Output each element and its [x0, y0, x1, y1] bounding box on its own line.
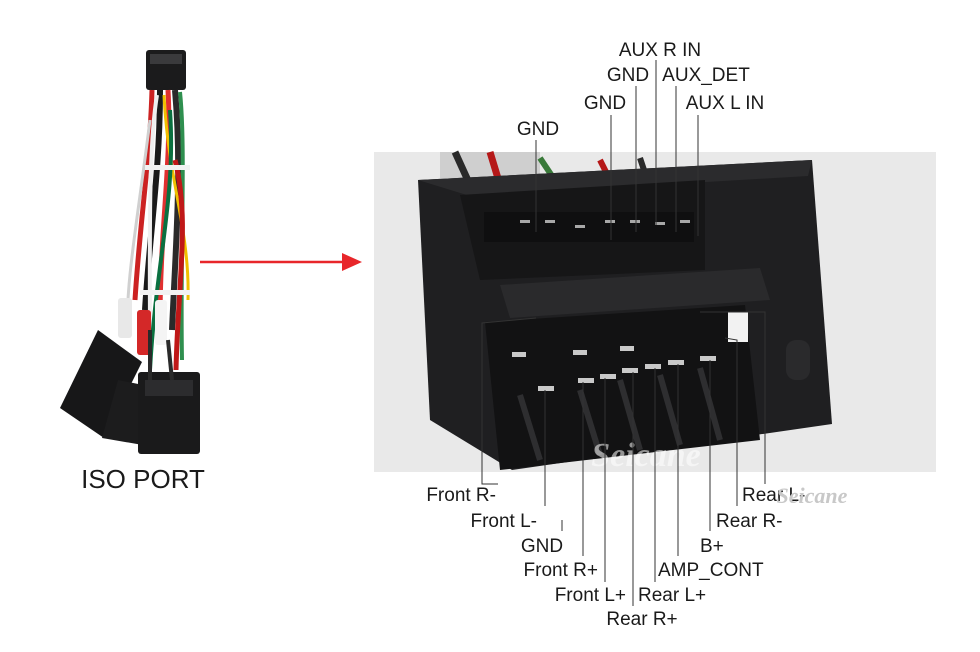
- bottom-leader-lines: [481, 311, 766, 606]
- wiring-harness-image: [60, 50, 200, 454]
- corner-watermark: Seicane: [777, 483, 848, 508]
- photo-watermark: Seicane: [591, 437, 701, 474]
- label-gnd-2: GND: [584, 93, 626, 114]
- top-leader-lines: [535, 60, 699, 240]
- label-front-l-minus: Front L-: [470, 511, 537, 532]
- label-front-r-minus: Front R-: [426, 485, 496, 506]
- label-front-l-plus: Front L+: [555, 585, 626, 606]
- top-pin-labels: AUX R IN GND AUX_DET GND AUX L IN GND: [517, 40, 764, 140]
- bottom-pin-labels: Front R- Front L- GND Front R+ Front L+ …: [426, 485, 805, 630]
- label-aux-det: AUX_DET: [662, 65, 750, 86]
- label-b-plus: B+: [700, 536, 724, 557]
- label-gnd-3: GND: [607, 65, 649, 86]
- label-aux-r-in: AUX R IN: [619, 40, 701, 61]
- label-rear-r-plus: Rear R+: [606, 609, 677, 630]
- label-aux-l-in: AUX L IN: [686, 93, 765, 114]
- label-gnd-1: GND: [517, 119, 559, 140]
- label-gnd: GND: [521, 536, 563, 557]
- label-amp-cont: AMP_CONT: [658, 560, 764, 581]
- harness-caption: ISO PORT: [81, 464, 205, 494]
- label-rear-l-minus: Rear L-: [742, 485, 805, 506]
- label-rear-l-plus: Rear L+: [638, 585, 706, 606]
- red-arrow-icon: [200, 253, 362, 271]
- connector-photo: [374, 150, 936, 472]
- label-front-r-plus: Front R+: [524, 560, 598, 581]
- label-rear-r-minus: Rear R-: [716, 511, 783, 532]
